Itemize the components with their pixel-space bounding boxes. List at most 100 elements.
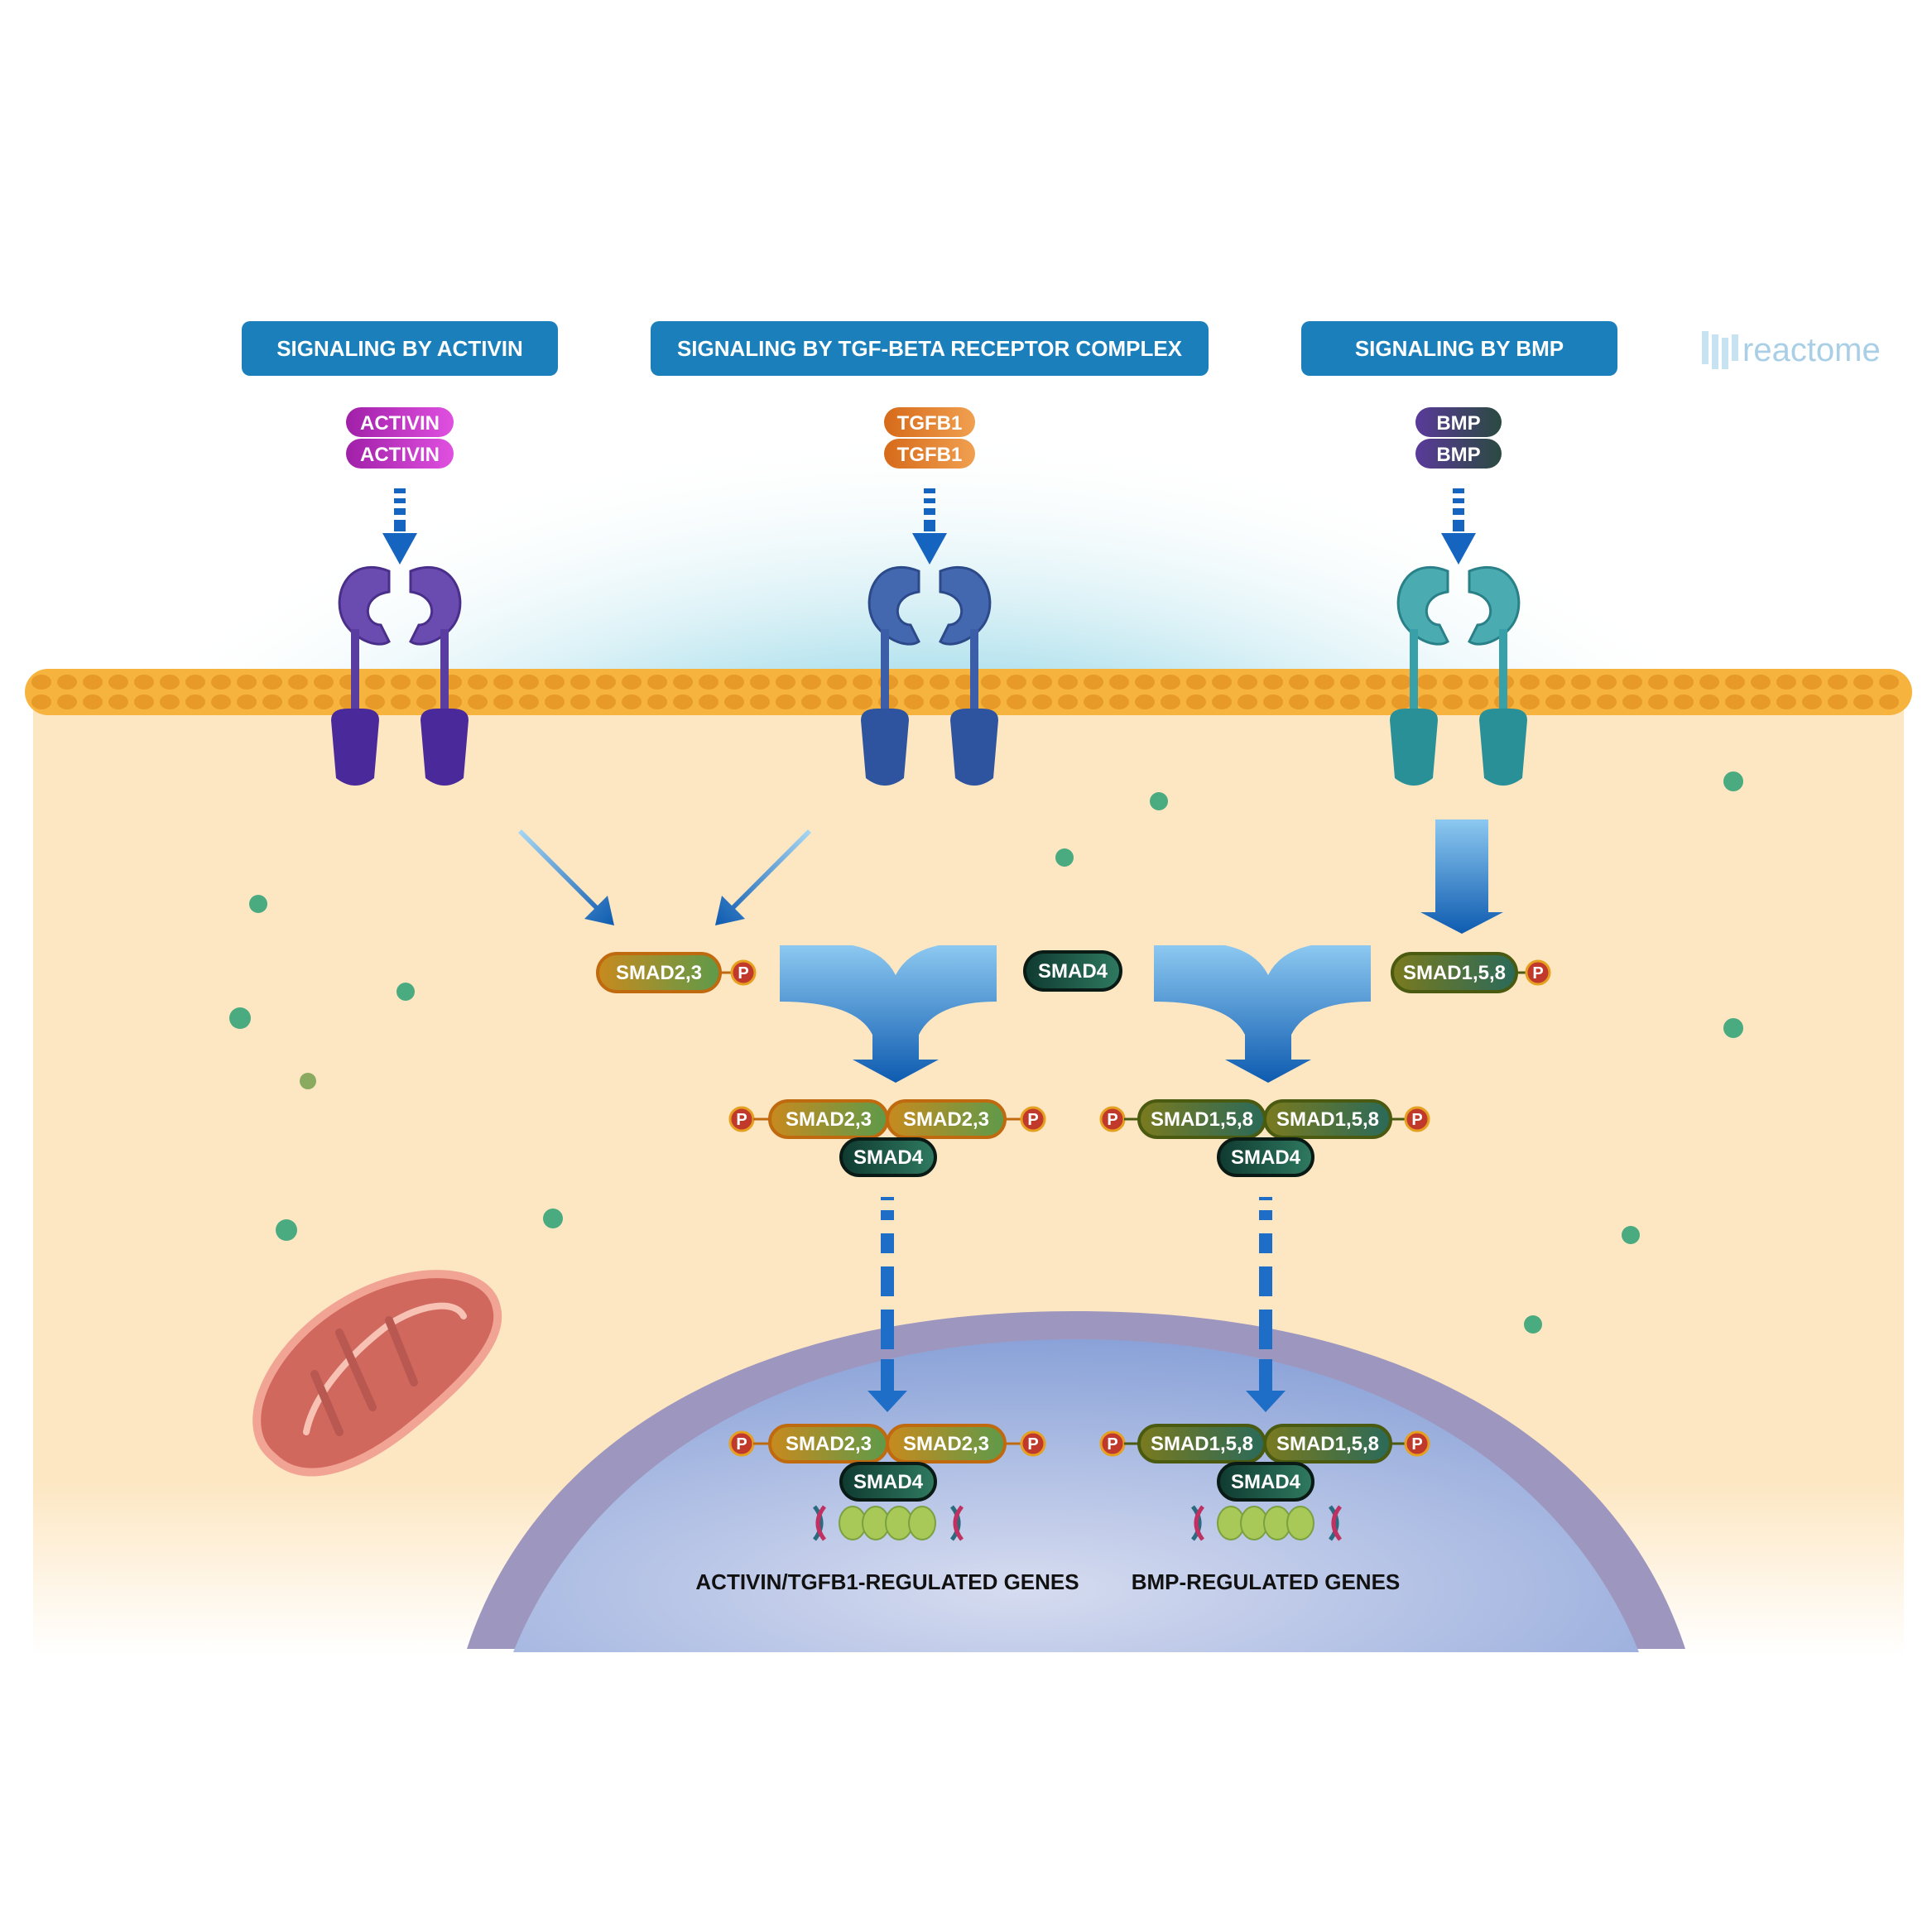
lipid-head [262, 675, 282, 690]
complex-left-c: SMAD4 [853, 1146, 924, 1169]
ligand-bmp-top: BMP [1436, 412, 1480, 435]
lipid-head [519, 694, 539, 709]
lipid-head [160, 675, 180, 690]
ligand-tgfb1[interactable]: TGFB1 TGFB1 [884, 407, 975, 469]
smad23-label: SMAD2,3 [616, 962, 702, 984]
lipid-head [1622, 694, 1642, 709]
dna-right-icon [1190, 1505, 1343, 1541]
lipid-head [365, 675, 385, 690]
arrow-tgfb-to-smad23 [715, 829, 811, 925]
lipid-head [1366, 694, 1386, 709]
lipid-head [776, 694, 795, 709]
lipid-head [1776, 694, 1796, 709]
lipid-head [493, 694, 513, 709]
lipid-head [622, 675, 642, 690]
complex-smad158-smad4-cytoplasm[interactable]: P SMAD1,5,8 SMAD1,5,8 P SMAD4 [1099, 1099, 1430, 1177]
lipid-head [904, 694, 924, 709]
lipid-head [83, 675, 103, 690]
lipid-head [801, 675, 821, 690]
complex-smad23-smad4-nucleus[interactable]: P SMAD2,3 SMAD2,3 P SMAD4 [728, 1424, 1046, 1502]
complex-smad23-smad4-cytoplasm[interactable]: P SMAD2,3 SMAD2,3 P SMAD4 [728, 1099, 1046, 1177]
lipid-head [288, 675, 308, 690]
lipid-head [185, 694, 205, 709]
vesicles [229, 771, 1743, 1334]
lipid-head [1597, 675, 1617, 690]
lipid-head [416, 694, 436, 709]
lipid-head [1212, 694, 1232, 709]
ligand-tgfb1-top: TGFB1 [897, 412, 963, 435]
lipid-head [1238, 694, 1257, 709]
lipid-head [1571, 675, 1591, 690]
lipid-head [1802, 675, 1822, 690]
lipid-head [1007, 675, 1026, 690]
smad158-label: SMAD1,5,8 [1403, 962, 1506, 984]
lipid-head [981, 694, 1001, 709]
lipid-head [1725, 694, 1745, 709]
lipid-head [801, 694, 821, 709]
lipid-head [1084, 675, 1103, 690]
lipid-head [1391, 694, 1411, 709]
lipid-head [1289, 675, 1309, 690]
lipid-head [1135, 675, 1155, 690]
smad4-free[interactable]: SMAD4 [1023, 950, 1122, 992]
receptor-bmp[interactable] [1390, 565, 1527, 786]
banner-tgfb[interactable]: SIGNALING BY TGF-BETA RECEPTOR COMPLEX [651, 321, 1209, 376]
complex-right-c: SMAD4 [1231, 1146, 1301, 1169]
lipid-head [31, 675, 51, 690]
lipid-head [1751, 694, 1771, 709]
arrow-activin-ligand [382, 488, 417, 565]
lipid-head [493, 675, 513, 690]
lipid-head [1032, 675, 1052, 690]
ligand-bmp-bottom: BMP [1436, 444, 1480, 466]
nucleus-left-b: SMAD2,3 [903, 1433, 989, 1455]
lipid-head [596, 694, 616, 709]
merge-arrow-right [1154, 945, 1371, 1083]
phospho-label: P [1411, 1111, 1422, 1129]
lipid-head [853, 694, 872, 709]
reactome-logo-icon [1702, 331, 1738, 369]
complex-smad158-smad4-nucleus[interactable]: P SMAD1,5,8 SMAD1,5,8 P SMAD4 [1099, 1424, 1430, 1502]
smad23-phosphorylated[interactable]: SMAD2,3 P [596, 952, 757, 993]
lipid-head [519, 675, 539, 690]
lipid-head [1186, 675, 1206, 690]
lipid-head [724, 694, 744, 709]
banner-activin[interactable]: SIGNALING BY ACTIVIN [242, 321, 558, 376]
lipid-head [1879, 675, 1899, 690]
receptor-tgfb[interactable] [861, 565, 998, 786]
lipid-head [468, 694, 488, 709]
lipid-head [1186, 694, 1206, 709]
ligand-bmp[interactable]: BMP BMP [1415, 407, 1502, 469]
lipid-head [391, 675, 411, 690]
banner-bmp[interactable]: SIGNALING BY BMP [1301, 321, 1617, 376]
lipid-head [1648, 694, 1668, 709]
lipid-head [1109, 694, 1129, 709]
lipid-head [673, 675, 693, 690]
lipid-head [1828, 694, 1848, 709]
lipid-head [1314, 675, 1334, 690]
smad158-phosphorylated[interactable]: SMAD1,5,8 P [1391, 952, 1551, 993]
lipid-head [1032, 694, 1052, 709]
nucleus-left-a: SMAD2,3 [786, 1433, 872, 1455]
lipid-head [699, 675, 718, 690]
lipid-head [570, 675, 590, 690]
complex-right-a: SMAD1,5,8 [1151, 1108, 1253, 1131]
arrow-complex-left-to-nucleus [867, 1197, 907, 1412]
ligand-activin-bottom: ACTIVIN [360, 444, 440, 466]
lipid-head [1545, 694, 1565, 709]
banner-bmp-label: SIGNALING BY BMP [1355, 336, 1564, 361]
lipid-head [1545, 675, 1565, 690]
lipid-head [1443, 675, 1463, 690]
lipid-head [365, 694, 385, 709]
lipid-head [1648, 675, 1668, 690]
ligand-activin[interactable]: ACTIVIN ACTIVIN [346, 407, 454, 469]
lipid-head [1622, 675, 1642, 690]
phospho-label: P [1107, 1435, 1117, 1454]
lipid-head [1853, 675, 1873, 690]
dna-left-icon [812, 1505, 964, 1541]
reactome-logo: reactome [1702, 331, 1881, 369]
receptor-activin[interactable] [331, 565, 469, 786]
lipid-head [1571, 694, 1591, 709]
lipid-head [1058, 694, 1078, 709]
genes-right-label: BMP-REGULATED GENES [1132, 1569, 1401, 1594]
nucleus-right-a: SMAD1,5,8 [1151, 1433, 1253, 1455]
